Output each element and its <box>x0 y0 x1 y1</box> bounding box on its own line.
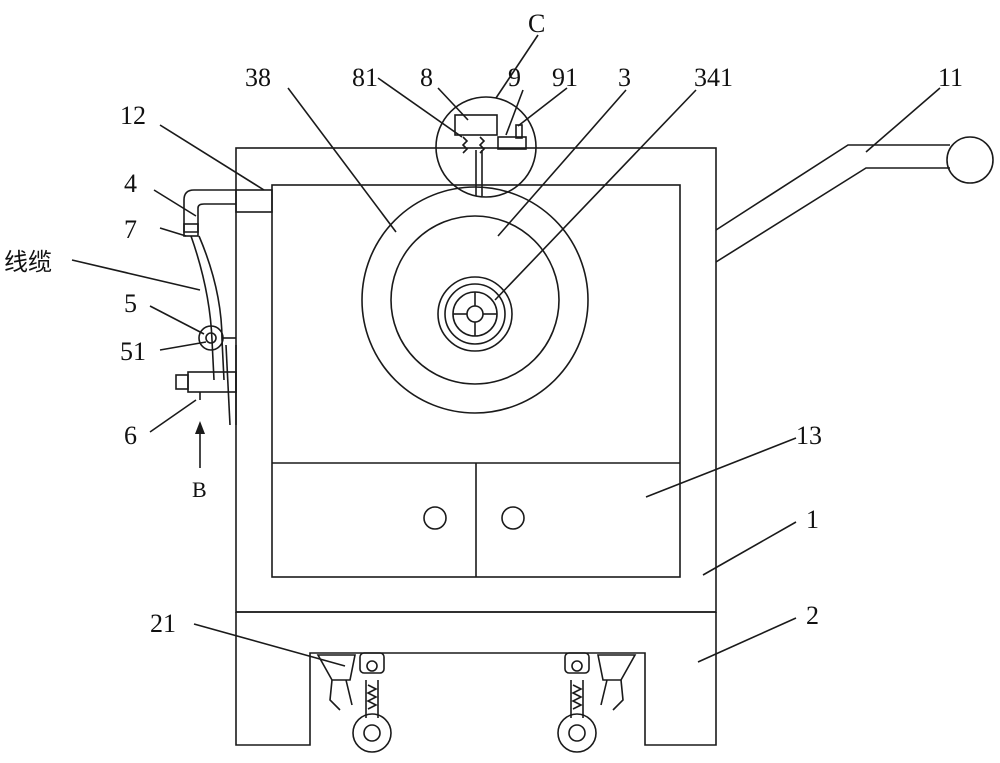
push-handle <box>715 136 994 263</box>
detail-c <box>435 96 537 198</box>
label-9: 9 <box>508 63 521 92</box>
cable-guide <box>175 189 273 426</box>
caster-left <box>316 652 392 753</box>
label-11: 11 <box>938 63 963 92</box>
label-8: 8 <box>420 63 433 92</box>
label-13: 13 <box>796 421 822 450</box>
arrow-b <box>195 421 205 468</box>
label-38: 38 <box>245 63 271 92</box>
label-6: 6 <box>124 421 137 450</box>
labels: C 81 8 9 91 3 341 38 11 12 4 7 线缆 5 51 6… <box>4 9 963 638</box>
caster-right <box>557 652 637 753</box>
label-2: 2 <box>806 601 819 630</box>
label-91: 91 <box>552 63 578 92</box>
leader-lines <box>71 34 941 667</box>
label-21: 21 <box>150 609 176 638</box>
cable-reel <box>361 186 589 414</box>
label-81: 81 <box>352 63 378 92</box>
base-frame <box>235 612 717 746</box>
label-cable: 线缆 <box>4 248 52 276</box>
label-12: 12 <box>120 101 146 130</box>
label-c: C <box>528 9 545 38</box>
label-51: 51 <box>120 337 146 366</box>
label-3: 3 <box>618 63 631 92</box>
drawer-unit <box>272 462 680 577</box>
label-b: B <box>192 477 207 502</box>
label-341: 341 <box>694 63 733 92</box>
label-7: 7 <box>124 215 137 244</box>
label-1: 1 <box>806 505 819 534</box>
label-5: 5 <box>124 289 137 318</box>
label-4: 4 <box>124 169 137 198</box>
